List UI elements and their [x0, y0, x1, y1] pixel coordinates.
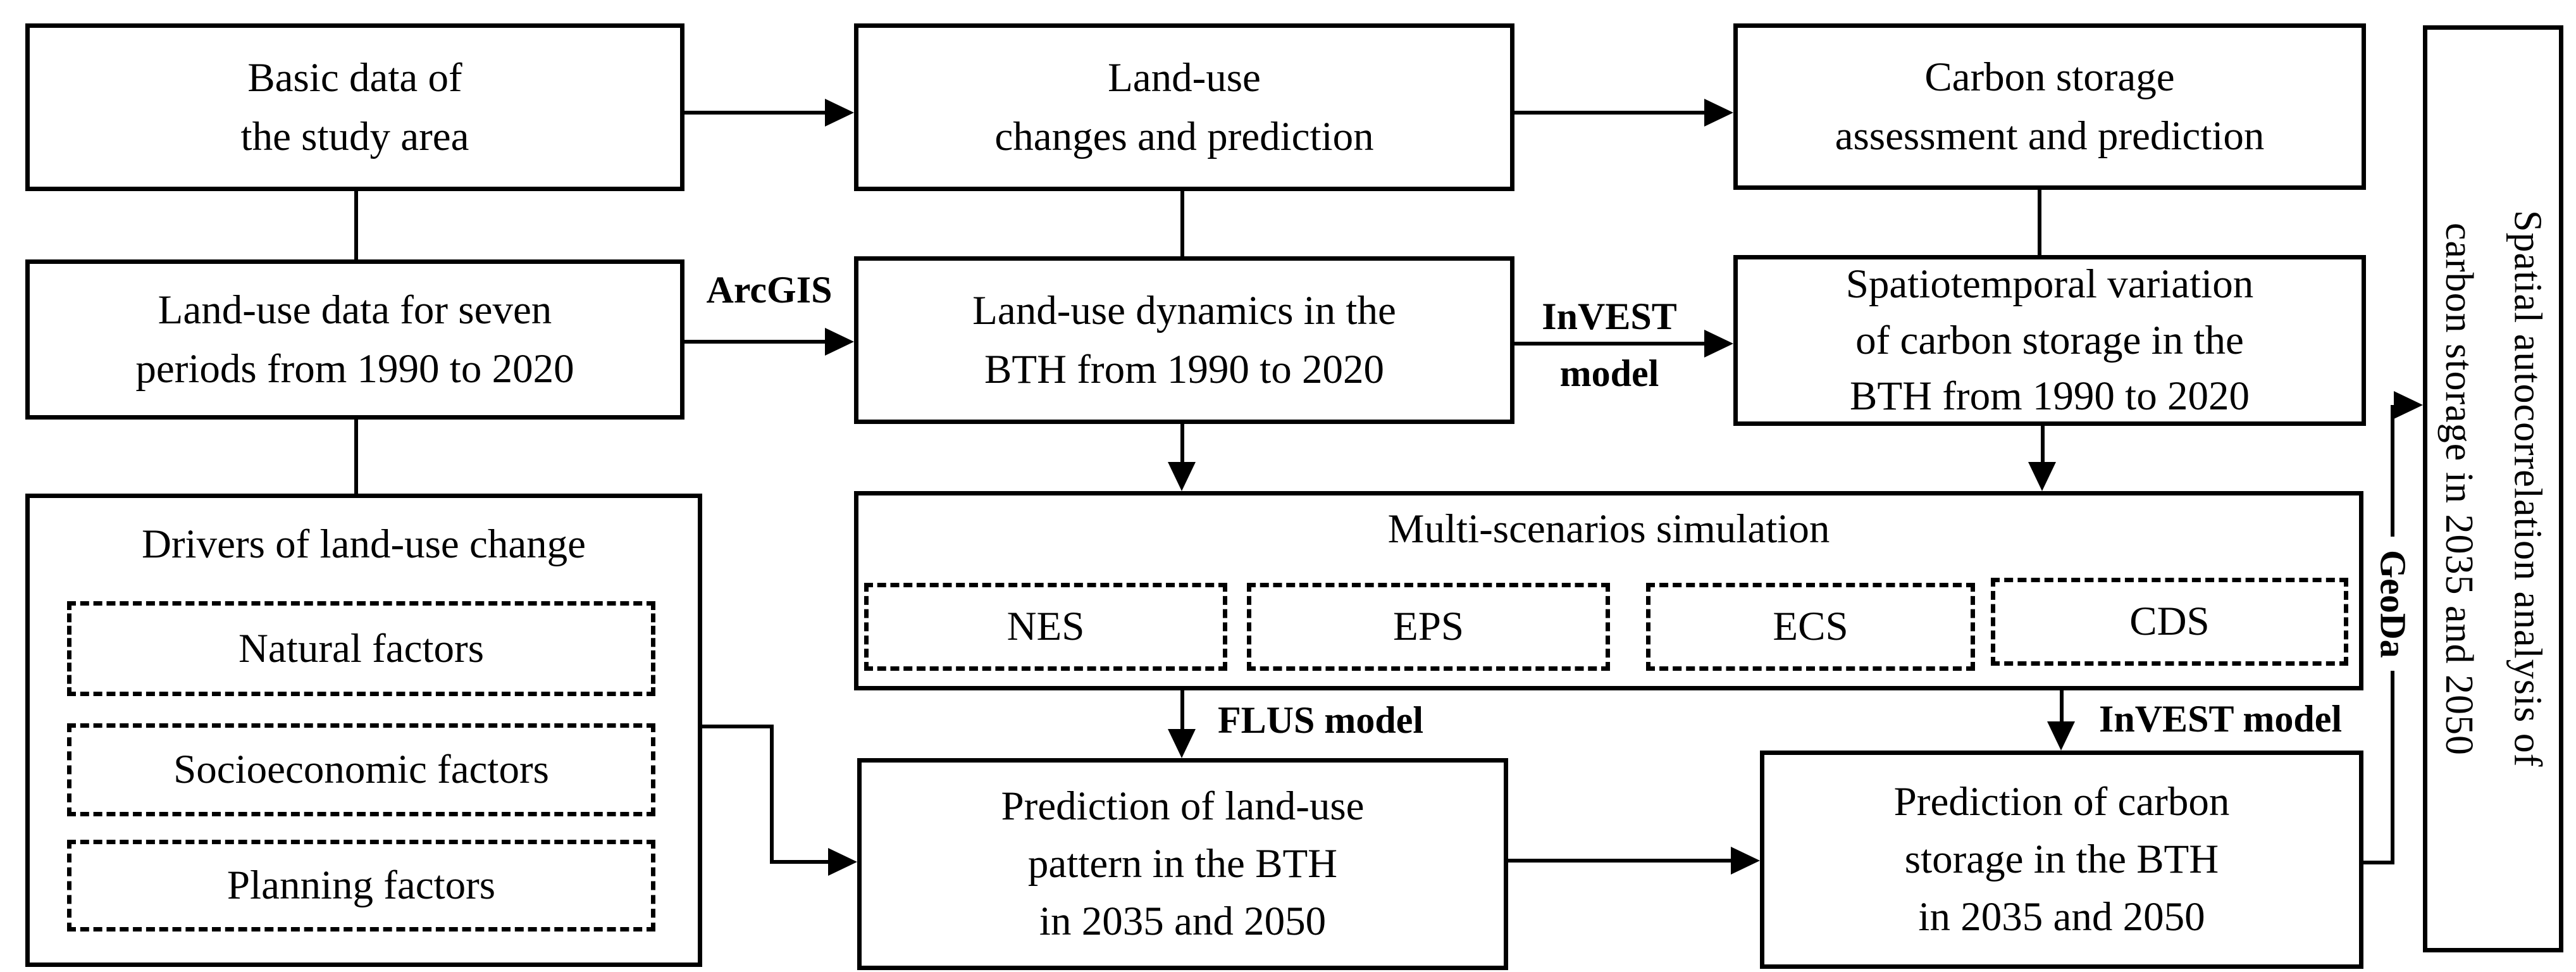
box-prediction-landuse: Prediction of land-use pattern in the BT… — [857, 758, 1508, 970]
box-landuse-data: Land-use data for seven periods from 199… — [25, 259, 684, 420]
box-landuse-dynamics: Land-use dynamics in the BTH from 1990 t… — [854, 256, 1514, 424]
connector-drivers-elbow-vertical — [770, 725, 774, 864]
box-socioeconomic-factors: Socioeconomic factors — [67, 723, 655, 816]
box-multi-scenarios-simulation: Multi-scenarios simulation NES EPS ECS C… — [854, 491, 2363, 690]
box-drivers-of-landuse-change: Drivers of land-use change Natural facto… — [25, 494, 702, 967]
connector-landusedynamics-multiscenarios — [1180, 424, 1184, 462]
multi-scenarios-title: Multi-scenarios simulation — [1387, 506, 1830, 552]
arrowhead-into-landusedynamics — [825, 328, 854, 356]
arrowhead-into-predictioncarbon-top — [2047, 721, 2075, 751]
connector-predictioncarbon-elbow-bottom — [2363, 861, 2394, 864]
arrowhead-into-spatialautocorrelation — [2394, 391, 2423, 419]
box-scenario-eps: EPS — [1247, 583, 1610, 671]
connector-basicdata-landusedata — [354, 191, 358, 259]
box-prediction-carbon: Prediction of carbon storage in the BTH … — [1760, 751, 2363, 969]
arrowhead-into-landusechanges — [825, 99, 854, 127]
connector-basicdata-landusechanges — [684, 111, 825, 115]
arrowhead-into-multiscenarios-left — [1168, 462, 1196, 491]
box-carbon-assessment: Carbon storage assessment and prediction — [1733, 23, 2366, 190]
connector-landusedynamics-spatiotemporal — [1514, 342, 1704, 346]
edge-label-flus-model: FLUS model — [1218, 699, 1424, 741]
box-landuse-changes: Land-use changes and prediction — [854, 23, 1514, 191]
connector-predictionlanduse-predictioncarbon — [1508, 859, 1731, 863]
connector-multiscenarios-predictioncarbon — [2060, 689, 2064, 721]
connector-landusedata-landusedynamics — [684, 340, 825, 344]
edge-label-invest-model-line2: model — [1559, 352, 1659, 394]
drivers-title: Drivers of land-use change — [141, 521, 586, 567]
connector-drivers-elbow-bottom — [770, 860, 832, 864]
arrowhead-into-predictioncarbon-left — [1731, 847, 1760, 875]
arrowhead-into-predictionlanduse-top — [1168, 729, 1196, 758]
edge-label-arcgis: ArcGIS — [706, 269, 833, 311]
connector-carbonassessment-spatiotemporal — [2038, 190, 2041, 255]
edge-label-geoda: GeoDa — [2370, 537, 2416, 671]
connector-multiscenarios-predictionlanduse — [1180, 689, 1184, 729]
arrowhead-into-predictionlanduse-left — [828, 848, 857, 876]
arrowhead-into-spatiotemporal — [1704, 330, 1733, 358]
connector-landusechanges-landusedynamics — [1180, 191, 1184, 256]
box-scenario-nes: NES — [864, 583, 1227, 671]
edge-label-invest-model-line1: InVEST — [1542, 296, 1677, 337]
box-scenario-cds: CDS — [1991, 578, 2348, 666]
arrowhead-into-multiscenarios-right — [2028, 462, 2056, 491]
box-natural-factors: Natural factors — [67, 601, 655, 696]
box-spatial-autocorrelation: Spatial autocorrelation analysis of carb… — [2423, 25, 2563, 952]
box-spatiotemporal-variation: Spatiotemporal variation of carbon stora… — [1733, 255, 2366, 426]
connector-landusedata-drivers — [354, 420, 358, 494]
arrowhead-into-carbonassessment — [1704, 99, 1733, 127]
box-scenario-ecs: ECS — [1646, 583, 1975, 671]
connector-drivers-elbow-top — [702, 725, 773, 728]
box-basic-data: Basic data of the study area — [25, 23, 684, 191]
connector-spatiotemporal-multiscenarios — [2041, 426, 2045, 462]
box-planning-factors: Planning factors — [67, 840, 655, 932]
connector-landusechanges-carbonassessment — [1514, 111, 1704, 115]
edge-label-invest-model-bottom: InVEST model — [2099, 698, 2343, 740]
